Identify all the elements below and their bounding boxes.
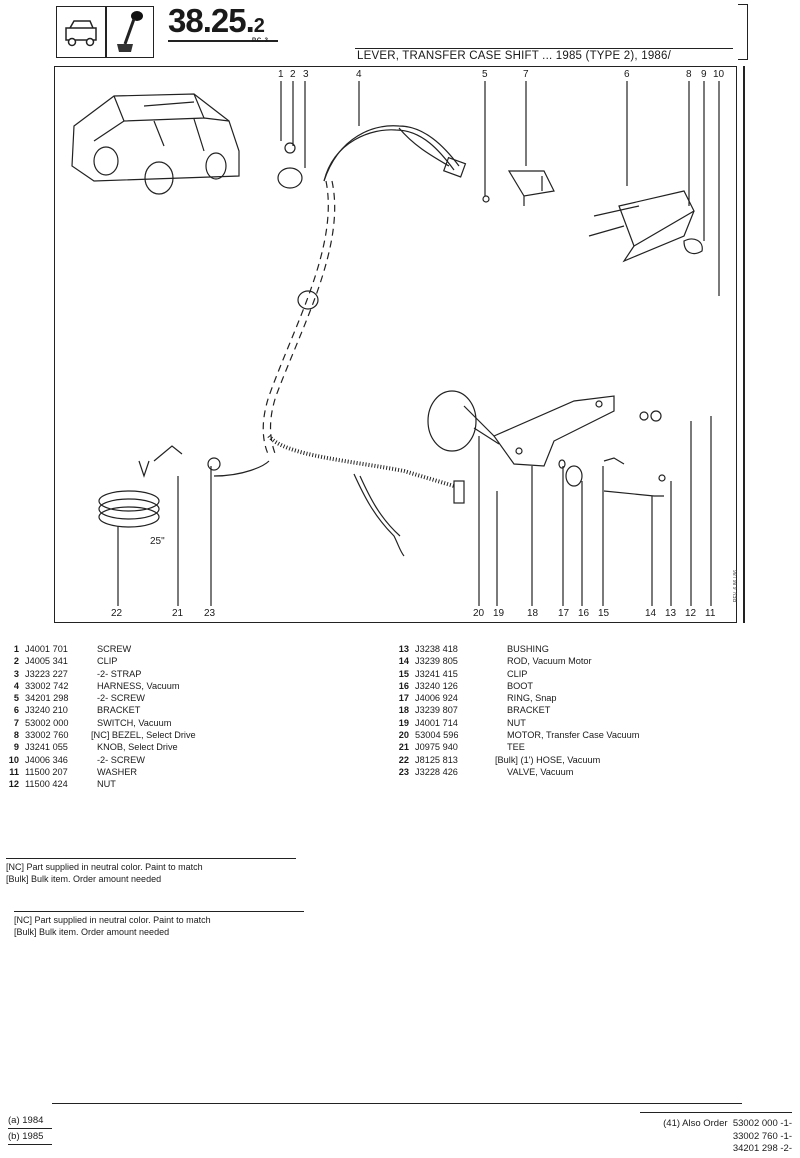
- exploded-diagram: 25": [71, 81, 720, 606]
- callout-23: 23: [204, 608, 216, 619]
- margin-rule: [743, 66, 745, 623]
- also-order-item: 53002 000 -1-: [732, 1118, 792, 1129]
- section-icon-box: [56, 6, 154, 58]
- callout-13: 13: [665, 608, 677, 619]
- callout-3: 3: [303, 69, 309, 80]
- notes-rule: [6, 858, 296, 859]
- page-number-underline: [168, 40, 278, 42]
- title-rule: [355, 48, 733, 49]
- callout-16: 16: [578, 608, 590, 619]
- callout-1: 1: [278, 69, 284, 80]
- year-a: (a) 1984: [8, 1113, 52, 1129]
- also-order-item: 34201 298 -2-: [732, 1143, 792, 1154]
- bulk-note: [Bulk] Bulk item. Order amount needed: [6, 874, 162, 884]
- page-number-sub: 2: [253, 15, 265, 37]
- dimension-label: 25": [150, 536, 165, 547]
- also-order-item: 33002 760 -1-: [732, 1130, 792, 1142]
- vehicle-icon: [65, 20, 97, 47]
- nc-note: [NC] Part supplied in neutral color. Pai…: [6, 862, 203, 872]
- callout-22: 22: [111, 608, 123, 619]
- shift-lever-icon: [117, 11, 143, 52]
- notes-rule: [14, 911, 304, 912]
- callout-9: 9: [701, 69, 707, 80]
- callout-2: 2: [290, 69, 296, 80]
- pc-label: P.C. 3: [252, 38, 268, 44]
- also-order-rule: [640, 1112, 792, 1113]
- page-title: LEVER, TRANSFER CASE SHIFT ... 1985 (TYP…: [357, 50, 671, 62]
- year-b: (b) 1985: [8, 1129, 52, 1145]
- callout-8: 8: [686, 69, 692, 80]
- header-bracket: [738, 4, 748, 60]
- callout-21: 21: [172, 608, 184, 619]
- callout-11: 11: [705, 608, 716, 619]
- callout-6: 6: [624, 69, 630, 80]
- callout-10: 10: [713, 69, 725, 80]
- also-order-label: (41) Also Order: [663, 1118, 728, 1129]
- callout-17: 17: [558, 608, 570, 619]
- callout-14: 14: [645, 608, 657, 619]
- callout-4: 4: [356, 69, 362, 80]
- vehicle-illustration: [71, 93, 240, 195]
- bulk-note: [Bulk] Bulk item. Order amount needed: [14, 927, 170, 937]
- callout-18: 18: [527, 608, 539, 619]
- footer-rule: [52, 1103, 742, 1104]
- callout-5: 5: [482, 69, 488, 80]
- callout-12: 12: [685, 608, 697, 619]
- icon-divider: [105, 7, 107, 57]
- callout-15: 15: [598, 608, 610, 619]
- page-number: 38.25.2: [168, 2, 265, 39]
- callout-20: 20: [473, 608, 485, 619]
- callout-7: 7: [523, 69, 529, 80]
- also-order-block: (41) Also Order 53002 000 -1- 33002 760 …: [640, 1118, 792, 1156]
- callout-19: 19: [493, 608, 505, 619]
- year-legend: (a) 1984 (b) 1985: [8, 1113, 52, 1145]
- nc-note: [NC] Part supplied in neutral color. Pai…: [14, 915, 211, 925]
- exploded-diagram-frame: [54, 66, 737, 623]
